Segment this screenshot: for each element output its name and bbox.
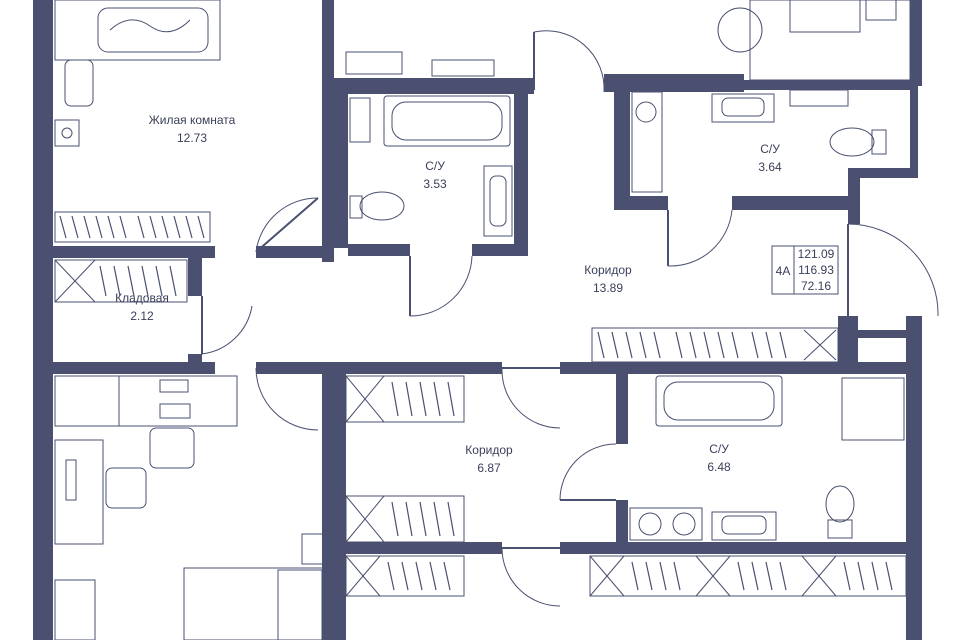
reduced-area: 116.93 (798, 263, 834, 277)
room-name: С/У (760, 142, 780, 156)
room-area: 6.48 (707, 460, 731, 474)
living-area: 72.16 (801, 279, 831, 293)
corridor-hangers (597, 331, 787, 359)
walls (33, 0, 922, 640)
corridor2-hangers-bottom (391, 501, 455, 537)
lower-hangers (387, 561, 893, 591)
room-pantry: Кладовая 2.12 (115, 291, 169, 323)
room-area: 6.87 (477, 461, 501, 475)
apartment-summary: 4A 121.09 116.93 72.16 (771, 245, 839, 295)
room-area: 3.64 (758, 160, 782, 174)
room-name: Коридор (584, 263, 632, 277)
room-living: Жилая комната 12.73 (149, 113, 236, 145)
room-area: 2.12 (130, 309, 154, 323)
wardrobe-hangers-living (59, 215, 205, 239)
room-name: С/У (425, 159, 445, 173)
room-name: Кладовая (115, 291, 169, 305)
room-corridor2: Коридор 6.87 (465, 443, 513, 475)
room-bath2: С/У 3.64 (758, 142, 782, 174)
room-area: 13.89 (593, 281, 623, 295)
fixtures (54, 0, 911, 640)
doors (201, 30, 939, 607)
apartment-code: 4A (776, 264, 791, 278)
pantry-hangers (99, 265, 177, 297)
room-bath1: С/У 3.53 (423, 159, 447, 191)
room-area: 3.53 (423, 177, 447, 191)
total-area: 121.09 (798, 247, 835, 261)
room-bath3: С/У 6.48 (707, 442, 731, 474)
room-area: 12.73 (177, 131, 207, 145)
room-corridor1: Коридор 13.89 (584, 263, 632, 295)
room-name: С/У (709, 442, 729, 456)
corridor2-hangers-top (391, 381, 455, 417)
room-name: Жилая комната (149, 113, 236, 127)
room-name: Коридор (465, 443, 513, 457)
